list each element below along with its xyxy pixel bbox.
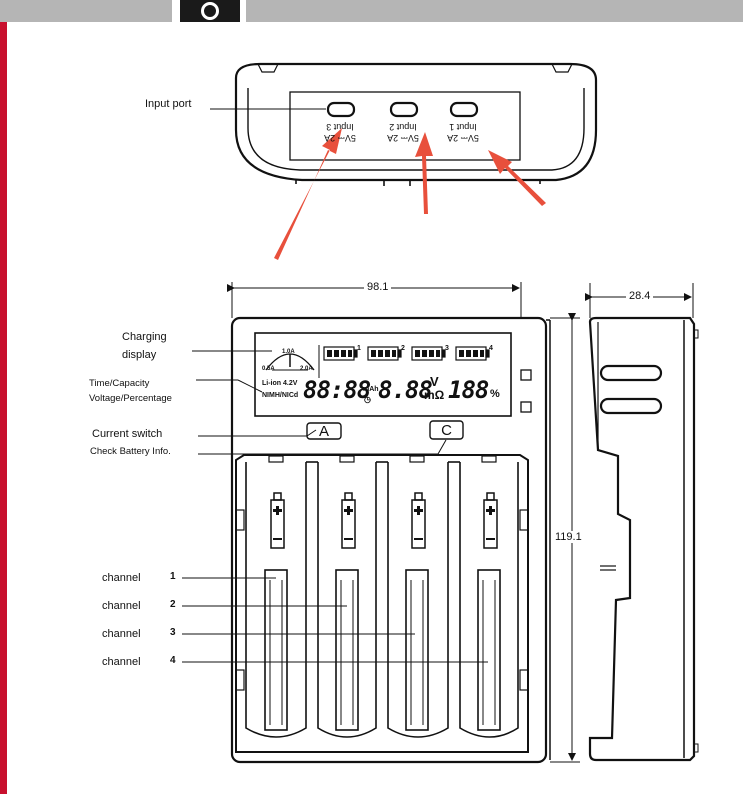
slot-4-number: 4 (489, 345, 493, 352)
leader-lines (182, 350, 488, 663)
width-dimension: 98.1 (364, 281, 392, 293)
battery-icons (323, 346, 490, 361)
channel-1-label: channel (102, 572, 141, 584)
lcd-frame (254, 332, 512, 417)
height-dimension: 119.1 (552, 531, 585, 543)
percent-unit: % (490, 388, 500, 400)
milliohm-unit: mΩ (424, 388, 445, 402)
charging-display-label-1: Charging (122, 331, 167, 343)
input-2-rating: 5V⎓ 2A (387, 133, 419, 143)
button-a[interactable]: A (318, 423, 329, 440)
gauge-right-label: 2.0A (300, 366, 313, 372)
depth-dimension: 28.4 (626, 290, 654, 302)
mah-label: mAh (363, 386, 379, 393)
accent-side-bar (0, 22, 7, 794)
input-2-name: Input 2 (389, 122, 417, 132)
header-bar-left (0, 0, 172, 22)
channel-1-number: 1 (170, 571, 176, 582)
volt-unit: V (430, 374, 439, 389)
usb-port-3 (326, 101, 356, 118)
input-arrows (274, 128, 546, 260)
clock-icon: ◷ (364, 395, 371, 404)
channel-3-label: channel (102, 628, 141, 640)
usb-port-1 (449, 101, 479, 118)
top-view (234, 62, 598, 186)
slot-2-number: 2 (401, 345, 405, 352)
input-3-rating: 5V⎓ 2A (324, 133, 356, 143)
input-1-name: Input 1 (449, 122, 477, 132)
front-view (230, 316, 551, 764)
input-3-name: Input 3 (326, 122, 354, 132)
input-3-label: 5V⎓ 2A Input 3 (315, 121, 365, 143)
channel-4-number: 4 (170, 655, 176, 666)
input-2-label: 5V⎓ 2A Input 2 (378, 121, 428, 143)
section-badge (180, 0, 240, 22)
channel-2-number: 2 (170, 599, 176, 610)
liion-label: Li-ion 4.2V (262, 380, 298, 387)
circle-icon (201, 2, 219, 20)
nimh-label: NIMH/NICd (262, 392, 299, 399)
voltage-percentage-label: Voltage/Percentage (89, 393, 172, 404)
charging-display-label-2: display (122, 349, 157, 361)
gauge-top-label: 1.0A (282, 349, 295, 355)
percent-digits: 188 (448, 376, 489, 404)
check-battery-label: Check Battery Info. (90, 446, 171, 457)
voltage-digits: 8.88 (378, 376, 433, 404)
time-capacity-label: Time/Capacity (89, 378, 150, 389)
input-1-rating: 5V⎓ 2A (447, 133, 479, 143)
battery-slots (235, 455, 529, 738)
channel-4-label: channel (102, 656, 141, 668)
side-view (588, 316, 699, 762)
input-port-label: Input port (145, 98, 192, 110)
button-a-frame (306, 422, 342, 440)
button-c[interactable]: C (441, 422, 452, 439)
usb-port-2 (389, 101, 419, 118)
slot-3-number: 3 (445, 345, 449, 352)
header-bar-right (246, 0, 743, 22)
button-c-frame (429, 420, 464, 440)
current-switch-label: Current switch (92, 428, 163, 440)
input-1-label: 5V⎓ 2A Input 1 (438, 121, 488, 143)
battery-polarity-icons (270, 492, 498, 549)
channel-3-number: 3 (170, 627, 176, 638)
slot-1-number: 1 (357, 345, 361, 352)
time-digits: 88:88 (303, 376, 371, 404)
gauge-left-label: 0.5A (262, 366, 275, 372)
channel-2-label: channel (102, 600, 141, 612)
